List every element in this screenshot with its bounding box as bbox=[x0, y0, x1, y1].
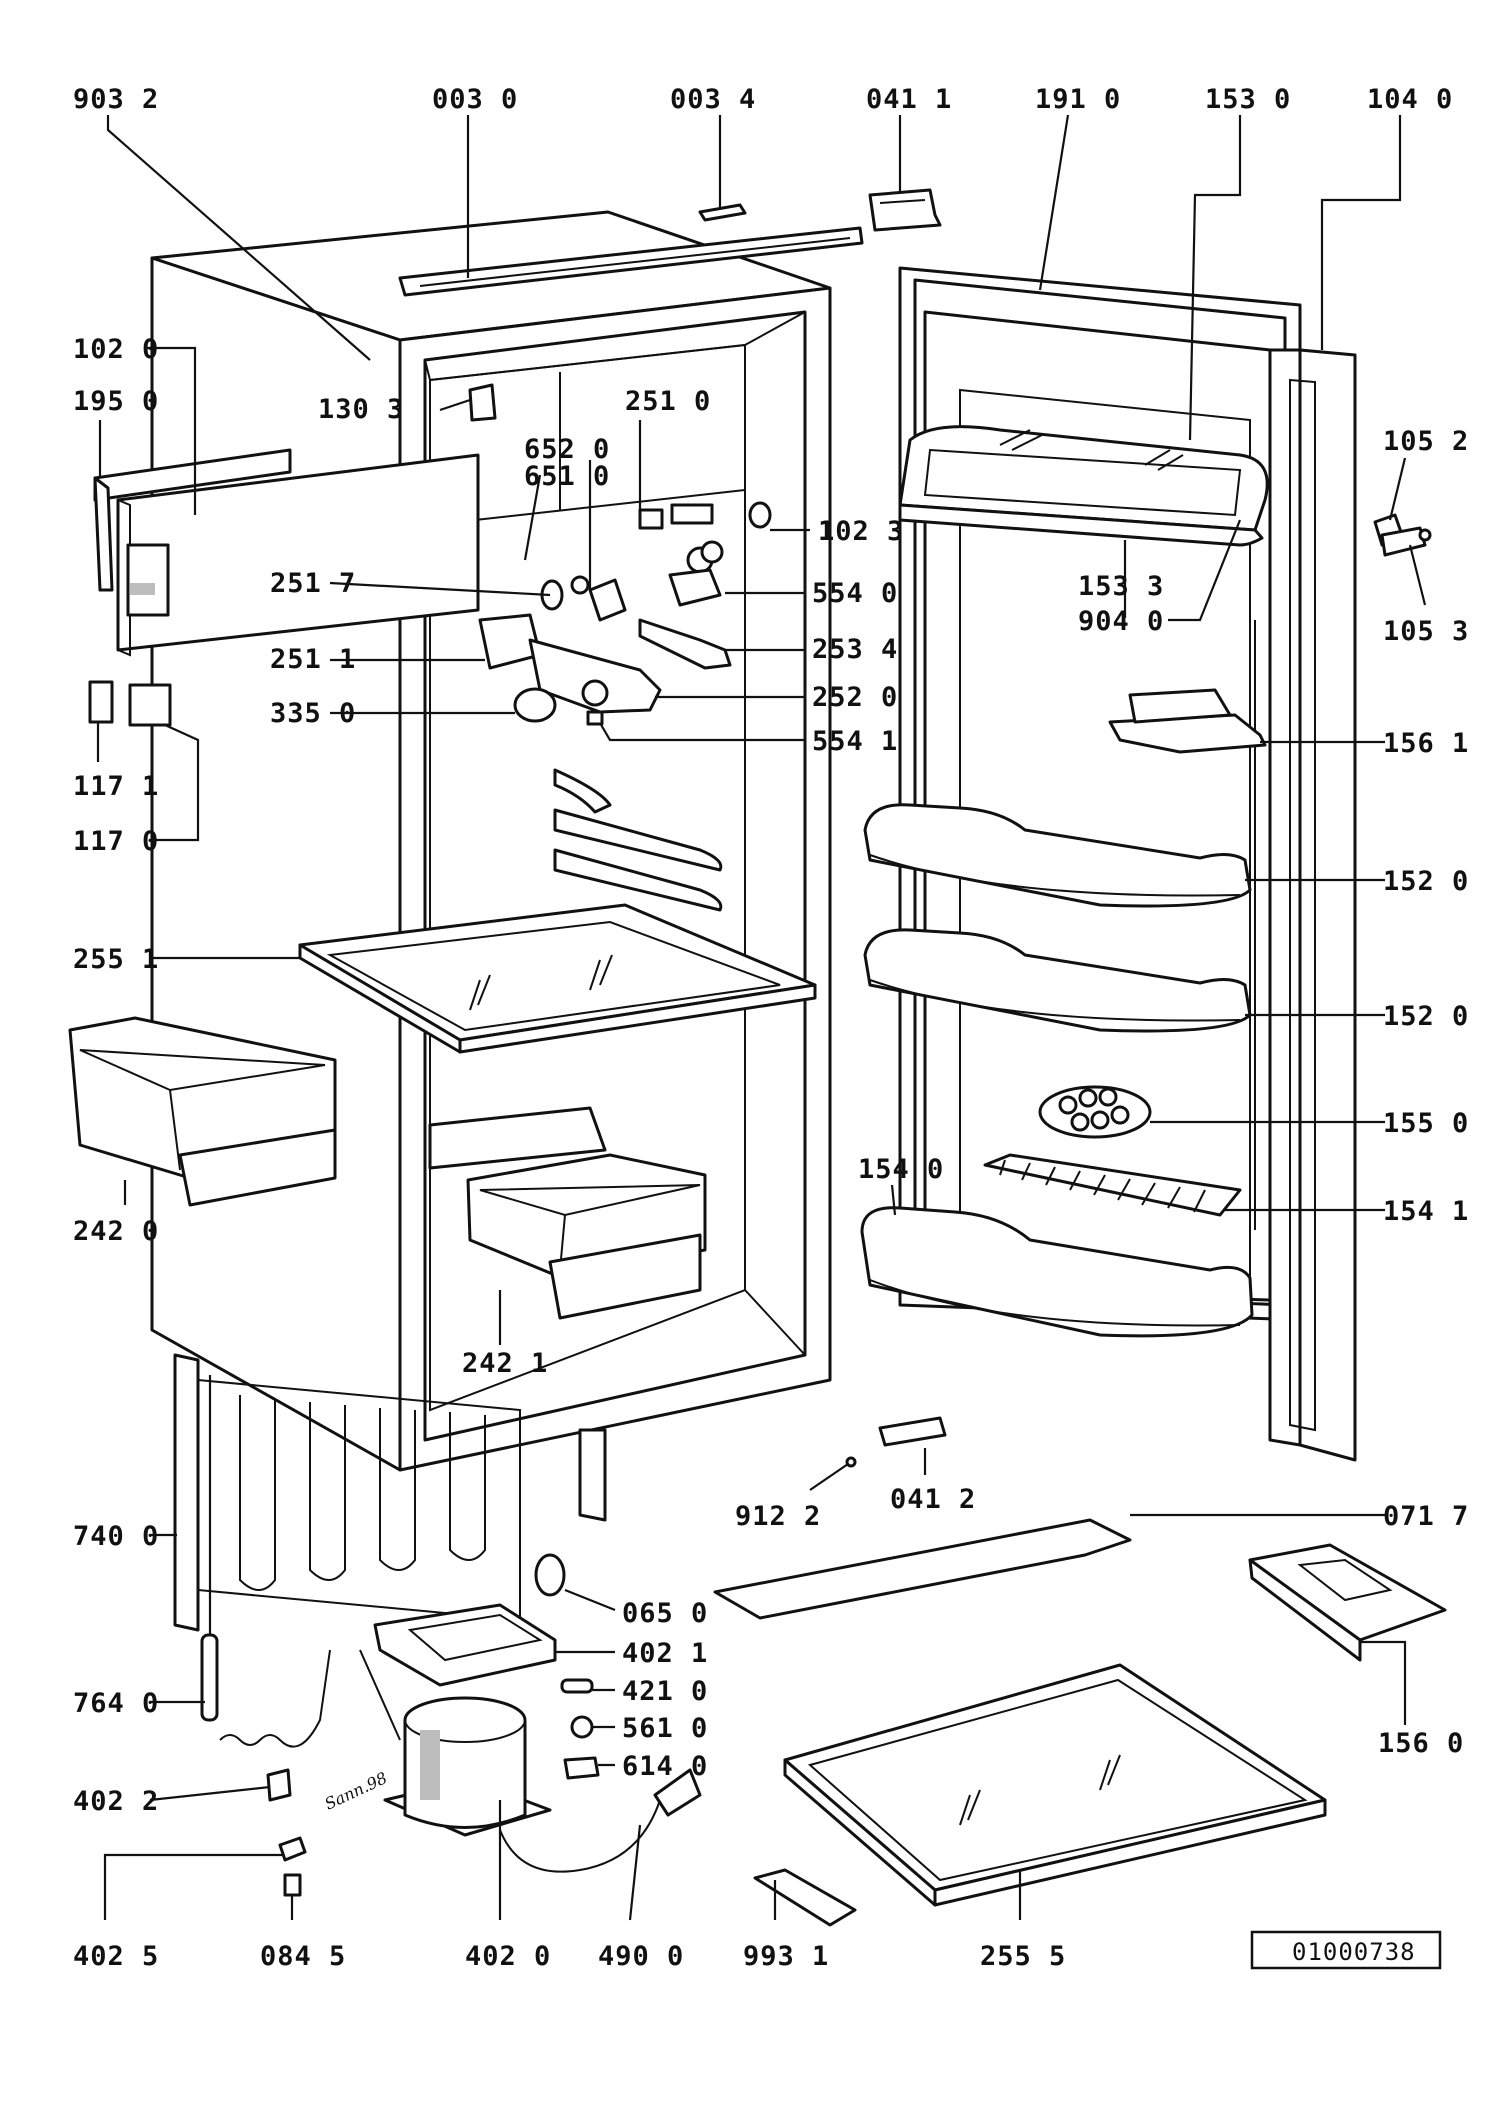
leader-lines bbox=[96, 114, 1427, 1921]
label-912-2: 912 2 bbox=[735, 1501, 821, 1532]
wire-shelf bbox=[983, 1153, 1242, 1217]
label-003-4: 003 4 bbox=[670, 84, 756, 115]
sleeve-065 bbox=[534, 1553, 566, 1597]
power-cord bbox=[499, 1768, 702, 1873]
crisper-drawer-large bbox=[68, 1016, 337, 1207]
label-251-7: 251 7 bbox=[270, 568, 356, 599]
label-255-1: 255 1 bbox=[73, 944, 159, 975]
hinge-lower-right bbox=[1373, 513, 1432, 557]
thermostat-group bbox=[478, 501, 772, 726]
label-154-0: 154 0 bbox=[858, 1154, 944, 1185]
label-130-3: 130 3 bbox=[318, 394, 404, 425]
freezer-flap bbox=[93, 448, 480, 657]
artist-signature: Sann.98 bbox=[322, 1768, 390, 1813]
label-903-2: 903 2 bbox=[73, 84, 159, 115]
hinge-cover bbox=[468, 383, 497, 422]
door-bin-middle-2 bbox=[863, 928, 1252, 1033]
label-105-3: 105 3 bbox=[1383, 616, 1469, 647]
label-105-2: 105 2 bbox=[1383, 426, 1469, 457]
door-bin-top bbox=[898, 425, 1269, 547]
label-904-0: 904 0 bbox=[1078, 606, 1164, 637]
label-117-1: 117 1 bbox=[73, 771, 159, 802]
label-041-2: 041 2 bbox=[890, 1484, 976, 1515]
label-421-0: 421 0 bbox=[622, 1676, 708, 1707]
label-153-0: 153 0 bbox=[1205, 84, 1291, 115]
crisper-drawer-small bbox=[428, 1106, 707, 1320]
label-614-0: 614 0 bbox=[622, 1751, 708, 1782]
egg-tray bbox=[1038, 1085, 1152, 1139]
inner-rails bbox=[553, 768, 723, 912]
label-651-0: 651 0 bbox=[524, 461, 610, 492]
compressor-tray bbox=[373, 1603, 557, 1687]
door-bin-middle-1 bbox=[863, 803, 1252, 908]
label-155-0: 155 0 bbox=[1383, 1108, 1469, 1139]
label-252-0: 252 0 bbox=[812, 682, 898, 713]
compressor bbox=[359, 1649, 552, 1837]
label-003-0: 003 0 bbox=[432, 84, 518, 115]
label-071-7: 071 7 bbox=[1383, 1501, 1469, 1532]
label-084-5: 084 5 bbox=[260, 1941, 346, 1972]
clip-117-0 bbox=[128, 683, 172, 727]
label-152-0-lower: 152 0 bbox=[1383, 1001, 1469, 1032]
glass-shelf-lower bbox=[783, 1663, 1327, 1907]
drawing-reference-box: 01000738 bbox=[1250, 1930, 1442, 1970]
label-191-0: 191 0 bbox=[1035, 84, 1121, 115]
clip-117-1 bbox=[88, 680, 114, 724]
butter-dish bbox=[1108, 688, 1267, 754]
label-152-0-upper: 152 0 bbox=[1383, 866, 1469, 897]
label-764-0: 764 0 bbox=[73, 1688, 159, 1719]
label-117-0: 117 0 bbox=[73, 826, 159, 857]
fastening-bar bbox=[713, 1518, 1132, 1620]
label-102-3: 102 3 bbox=[818, 516, 904, 547]
label-156-0: 156 0 bbox=[1378, 1728, 1464, 1759]
compressor-accessories bbox=[266, 1678, 600, 1897]
glass-shelf-upper bbox=[298, 903, 817, 1054]
label-102-0: 102 0 bbox=[73, 334, 159, 365]
ice-cube-tray bbox=[1248, 1543, 1447, 1662]
label-740-0: 740 0 bbox=[73, 1521, 159, 1552]
door-bin-bottom bbox=[860, 1206, 1254, 1338]
label-242-0: 242 0 bbox=[73, 1216, 159, 1247]
label-041-1: 041 1 bbox=[866, 84, 952, 115]
label-242-1: 242 1 bbox=[462, 1348, 548, 1379]
label-402-5: 402 5 bbox=[73, 1941, 159, 1972]
label-402-1: 402 1 bbox=[622, 1638, 708, 1669]
label-652-0: 652 0 bbox=[524, 434, 610, 465]
label-153-3: 153 3 bbox=[1078, 571, 1164, 602]
label-104-0: 104 0 bbox=[1367, 84, 1453, 115]
label-993-1: 993 1 bbox=[743, 1941, 829, 1972]
drawing-reference-number: 01000738 bbox=[1292, 1938, 1416, 1966]
scraper bbox=[753, 1868, 857, 1927]
label-154-1: 154 1 bbox=[1383, 1196, 1469, 1227]
sensor-tube bbox=[200, 1375, 331, 1748]
label-253-4: 253 4 bbox=[812, 634, 898, 665]
label-195-0: 195 0 bbox=[73, 386, 159, 417]
label-554-0: 554 0 bbox=[812, 578, 898, 609]
label-065-0: 065 0 bbox=[622, 1598, 708, 1629]
bottom-hinge bbox=[878, 1416, 947, 1447]
clip-part bbox=[698, 203, 747, 222]
label-251-1: 251 1 bbox=[270, 644, 356, 675]
hinge-part bbox=[868, 188, 942, 232]
part-labels: 903 2 003 0 003 4 041 1 191 0 153 0 104 … bbox=[73, 84, 1469, 1972]
top-cover-strip bbox=[398, 226, 864, 297]
label-402-2: 402 2 bbox=[73, 1786, 159, 1817]
label-554-1: 554 1 bbox=[812, 726, 898, 757]
label-402-0: 402 0 bbox=[465, 1941, 551, 1972]
label-255-5: 255 5 bbox=[980, 1941, 1066, 1972]
label-561-0: 561 0 bbox=[622, 1713, 708, 1744]
label-156-1: 156 1 bbox=[1383, 728, 1469, 759]
label-251-0: 251 0 bbox=[625, 386, 711, 417]
label-335-0: 335 0 bbox=[270, 698, 356, 729]
label-490-0: 490 0 bbox=[598, 1941, 684, 1972]
screw-912 bbox=[845, 1456, 857, 1468]
